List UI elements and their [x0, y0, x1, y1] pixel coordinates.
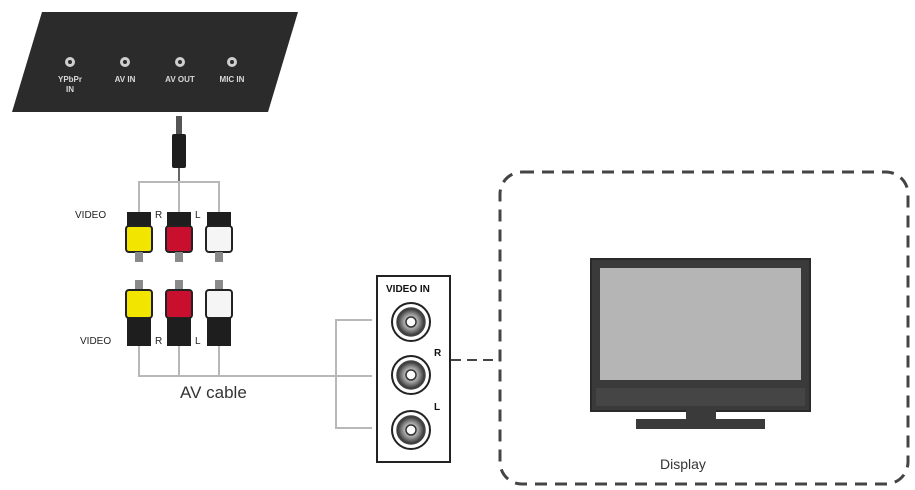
- top-rca-plugs: VIDEO R L: [75, 210, 233, 262]
- display-region-box: [498, 170, 910, 486]
- port-av-out: AV OUT: [165, 57, 195, 84]
- video-in-title: VIDEO IN: [386, 284, 430, 295]
- label-l-bottom: L: [195, 336, 201, 347]
- av-cable-label: AV cable: [180, 383, 247, 402]
- label-l-top: L: [195, 210, 201, 221]
- rca-plug-l-top: [205, 212, 233, 262]
- jack-plug-icon: [172, 116, 186, 182]
- port-label-av-out: AV OUT: [165, 75, 195, 84]
- jack-video-icon: [391, 302, 431, 342]
- rca-plug-l-bottom: [205, 280, 233, 346]
- video-in-panel: VIDEO IN R L: [376, 275, 451, 463]
- rca-plug-r-bottom: [165, 280, 193, 346]
- port-label-ypbpr-in: IN: [66, 85, 74, 94]
- video-in-r-label: R: [434, 348, 442, 359]
- jack-l-icon: [391, 410, 431, 450]
- port-label-ypbpr: YPbPr: [58, 75, 82, 84]
- rca-plug-r-top: [165, 212, 193, 262]
- bottom-rca-plugs: VIDEO R L: [80, 280, 233, 347]
- port-label-av-in: AV IN: [115, 75, 136, 84]
- label-r-top: R: [155, 210, 162, 221]
- port-av-in: AV IN: [115, 57, 136, 84]
- tv-monitor-icon: [590, 258, 811, 429]
- label-r-bottom: R: [155, 336, 162, 347]
- rca-plug-video-top: [125, 212, 153, 262]
- label-video-bottom: VIDEO: [80, 336, 111, 347]
- port-ypbpr-in: YPbPr IN: [58, 57, 82, 94]
- rca-plug-video-bottom: [125, 280, 153, 346]
- split-wires: [138, 181, 220, 212]
- device-panel: YPbPr IN AV IN AV OUT MIC IN: [12, 12, 298, 112]
- port-label-mic-in: MIC IN: [220, 75, 245, 84]
- label-video-top: VIDEO: [75, 210, 106, 221]
- jack-r-icon: [391, 355, 431, 395]
- video-in-l-label: L: [434, 402, 440, 413]
- av-cable-wires: [138, 319, 372, 429]
- port-mic-in: MIC IN: [220, 57, 245, 84]
- display-label: Display: [660, 456, 706, 472]
